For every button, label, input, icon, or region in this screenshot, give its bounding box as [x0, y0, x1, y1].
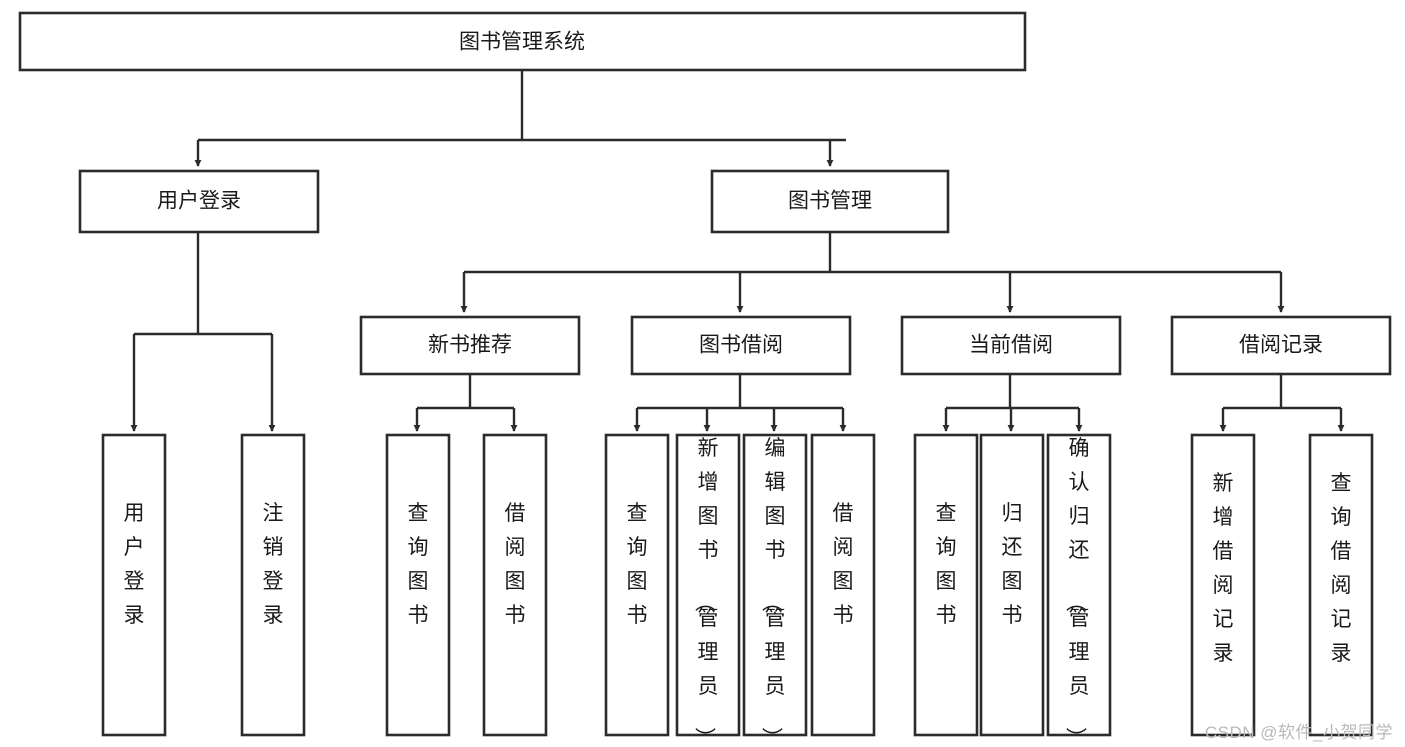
node-leaf-edit-book-box[interactable]	[742, 433, 808, 737]
node-leaf-user-login-label: 用户登录	[124, 502, 145, 627]
node-leaf-user-logout-label: 注销登录	[263, 502, 284, 627]
node-user-login-label: 用户登录	[157, 190, 241, 213]
node-book-borrow[interactable]: 图书借阅	[630, 315, 852, 376]
node-leaf-query-book-2-box[interactable]	[604, 433, 670, 737]
node-leaf-query-book-3-label: 查询图书	[936, 502, 957, 627]
node-leaf-borrow-book-2[interactable]: 借阅图书	[810, 433, 876, 737]
node-user-login-box[interactable]	[78, 169, 320, 234]
node-leaf-add-book-label: 新增图书（管理员）	[693, 437, 719, 747]
node-book-manage-box[interactable]	[710, 169, 950, 234]
node-new-book-rec[interactable]: 新书推荐	[359, 315, 581, 376]
node-leaf-return-book[interactable]: 归还图书	[979, 433, 1045, 737]
node-leaf-add-record-box[interactable]	[1190, 433, 1256, 737]
node-leaf-user-login[interactable]: 用户登录	[101, 433, 167, 737]
node-leaf-return-book-box[interactable]	[979, 433, 1045, 737]
node-leaf-borrow-book-1-box[interactable]	[482, 433, 548, 737]
node-leaf-borrow-book-1[interactable]: 借阅图书	[482, 433, 548, 737]
csdn-watermark: CSDN @软件_小贺同学	[1204, 723, 1393, 742]
node-leaf-query-book-3-box[interactable]	[913, 433, 979, 737]
node-leaf-query-book-1-label: 查询图书	[408, 502, 429, 627]
node-new-book-rec-box[interactable]	[359, 315, 581, 376]
node-leaf-add-book-box[interactable]	[675, 433, 741, 737]
node-leaf-query-book-2[interactable]: 查询图书	[604, 433, 670, 737]
node-new-book-rec-label: 新书推荐	[428, 334, 512, 357]
node-leaf-user-logout[interactable]: 注销登录	[240, 433, 306, 737]
node-leaf-borrow-book-1-label: 借阅图书	[505, 502, 526, 627]
node-leaf-user-logout-box[interactable]	[240, 433, 306, 737]
node-book-borrow-label: 图书借阅	[699, 334, 783, 357]
node-leaf-borrow-book-2-label: 借阅图书	[833, 502, 854, 627]
node-root-box[interactable]	[18, 11, 1027, 72]
node-leaf-user-login-box[interactable]	[101, 433, 167, 737]
node-leaf-query-record-label: 查询借阅记录	[1331, 472, 1352, 665]
node-book-manage-label: 图书管理	[788, 190, 872, 213]
node-leaf-edit-book-label: 编辑图书（管理员）	[760, 437, 786, 747]
node-borrow-record[interactable]: 借阅记录	[1170, 315, 1392, 376]
node-borrow-record-box[interactable]	[1170, 315, 1392, 376]
node-leaf-add-record[interactable]: 新增借阅记录	[1190, 433, 1256, 737]
connector-group	[130, 70, 1345, 432]
node-leaf-query-book-1[interactable]: 查询图书	[385, 433, 451, 737]
node-leaf-confirm-return-box[interactable]	[1046, 433, 1112, 737]
node-current-borrow-box[interactable]	[900, 315, 1122, 376]
node-current-borrow-label: 当前借阅	[969, 334, 1053, 357]
node-leaf-query-book-3[interactable]: 查询图书	[913, 433, 979, 737]
node-leaf-query-book-1-box[interactable]	[385, 433, 451, 737]
node-leaf-add-record-label: 新增借阅记录	[1213, 472, 1234, 665]
node-root-label: 图书管理系统	[459, 31, 585, 54]
node-current-borrow[interactable]: 当前借阅	[900, 315, 1122, 376]
node-book-manage[interactable]: 图书管理	[710, 169, 950, 234]
node-borrow-record-label: 借阅记录	[1239, 334, 1323, 357]
node-leaf-confirm-return-label: 确认归还（管理员）	[1064, 437, 1090, 747]
node-leaf-query-book-2-label: 查询图书	[627, 502, 648, 627]
node-leaf-edit-book[interactable]: 编辑图书（管理员）	[742, 433, 808, 747]
node-leaf-borrow-book-2-box[interactable]	[810, 433, 876, 737]
node-leaf-return-book-label: 归还图书	[1002, 502, 1023, 627]
node-leaf-query-record[interactable]: 查询借阅记录	[1308, 433, 1374, 737]
node-user-login[interactable]: 用户登录	[78, 169, 320, 234]
node-leaf-query-record-box[interactable]	[1308, 433, 1374, 737]
node-leaf-confirm-return[interactable]: 确认归还（管理员）	[1046, 433, 1112, 747]
node-root[interactable]: 图书管理系统	[18, 11, 1027, 72]
node-book-borrow-box[interactable]	[630, 315, 852, 376]
node-leaf-add-book[interactable]: 新增图书（管理员）	[675, 433, 741, 747]
